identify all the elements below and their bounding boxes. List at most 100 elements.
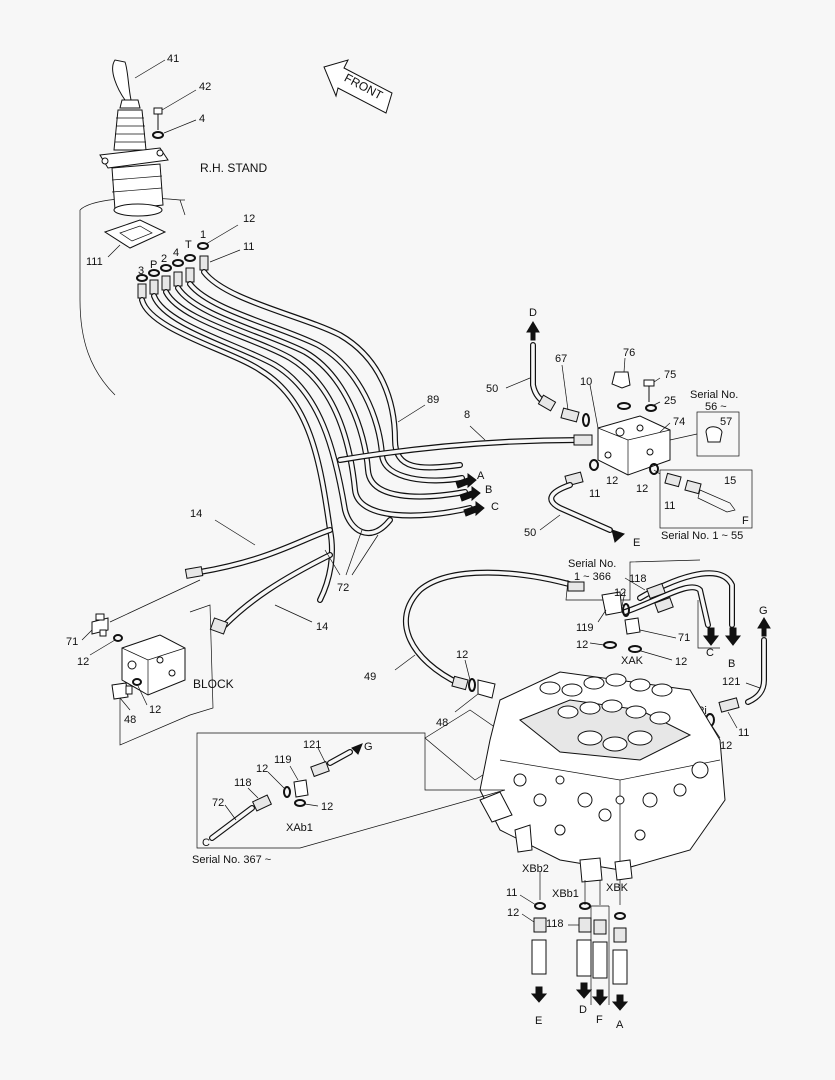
joystick-lever [99,59,169,249]
block-label: BLOCK [193,677,234,691]
part-4: 4 [199,113,205,125]
leader-14-right [274,604,313,623]
part-11-mid: 11 [589,488,600,500]
leader-50-top [505,377,531,389]
part-118-i: 118 [234,777,252,789]
arrow-C-inset-label: C [202,837,210,849]
hose-49-top-fitting [567,581,585,592]
leader-12-h [464,659,471,681]
arrow-E-head [611,529,625,543]
arrow-C-valve [702,627,720,646]
leader-118-i [247,787,259,799]
port-XAb1: XAb1 [286,822,313,834]
part-67: 67 [555,353,567,365]
front-direction-arrow: FRONT [323,59,393,114]
fitting-118-b [654,596,674,614]
part-42: 42 [199,81,211,93]
part-12-b: 12 [507,907,519,919]
part-75: 75 [664,369,676,381]
leader-41 [134,59,166,79]
rh-stand-label: R.H. STAND [200,161,267,175]
leader-50-bottom [539,514,561,531]
part-76: 76 [623,347,635,359]
hose-14-right-fitting [209,617,229,635]
part-121: 121 [722,676,740,688]
part-12-top: 12 [243,213,255,225]
part-12-r: 12 [614,587,626,599]
leader-67 [561,364,569,411]
leader-119 [597,609,607,623]
pilot-block-right [560,371,671,476]
part-71-left: 71 [66,636,78,648]
part-12-blk1: 12 [606,475,618,487]
leader-12-i [267,771,285,789]
part-12-pi: 12 [720,740,732,752]
leader-111 [107,244,121,258]
arrow-F-bottom [591,989,609,1006]
part-12-left: 12 [77,656,89,668]
part-11-b: 11 [506,887,517,899]
part-118: 118 [629,573,647,585]
port-XAK: XAK [621,655,644,667]
arrow-G-head [757,617,771,637]
elbow-119 [601,591,623,616]
main-control-valve [479,671,726,883]
serial-1-366-range: 1 ~ 366 [574,571,611,583]
arrow-B-valve [724,627,742,646]
bottom-fittings [531,872,628,1005]
part-11-top: 11 [243,241,254,253]
serial-1-55-label: Serial No. 1 ~ 55 [661,530,743,542]
arrow-D-bottom [575,982,593,999]
port-T: T [185,239,192,251]
port-XBK: XBK [606,882,629,894]
leader-74 [659,422,671,433]
leader-25 [651,401,661,407]
part-48-left: 48 [124,714,136,726]
leader-12-top [205,224,239,245]
port-1: 1 [200,229,206,241]
part-14-left: 14 [190,508,202,520]
leader-71-r [639,629,677,639]
leader-11-top [209,249,241,263]
arrow-D-top-label: D [529,307,537,319]
leader-75 [653,377,661,383]
arrow-A-label: A [477,470,485,482]
leader-4 [163,119,197,134]
arrow-F-bottom-label: F [596,1014,603,1026]
part-72-i: 72 [212,797,224,809]
part-71-r: 71 [678,632,690,644]
leader-hose14-to-tee [109,579,201,623]
leader-72-c [351,534,379,576]
part-72: 72 [337,582,349,594]
part-12-blk2: 12 [636,483,648,495]
hose-14-end-fitting [184,566,204,579]
block-assembly [91,604,214,746]
leader-8 [469,425,486,441]
leader-12-r3 [640,650,673,661]
part-41: 41 [167,53,179,65]
arrow-E-bottom [530,986,548,1003]
leader-118 [624,577,646,591]
serial-1-366-label: Serial No. [568,558,616,570]
fitting-11-g [718,697,740,713]
arrow-D-top [526,321,540,341]
arrow-B-valve-label: B [728,658,735,670]
part-48-mid: 48 [436,717,448,729]
serial-56-range: 56 ~ [705,401,727,413]
leader-48-left [119,697,131,711]
arrow-G-inset-label: G [364,741,373,753]
part-12-i: 12 [256,763,268,775]
arrow-G-label: G [759,605,768,617]
leader-12-b [521,913,535,923]
arrow-E-bottom-label: E [535,1015,542,1027]
part-74: 74 [673,416,685,428]
leader-71-left [81,629,93,641]
arrow-A-bottom-label: A [616,1019,624,1031]
leader-12-blockb [137,685,148,706]
leader-12-i2 [304,803,319,807]
inset-serial-1-55 [653,469,753,529]
leader-121-i [317,747,326,763]
part-12-i2: 12 [321,801,333,813]
part-15: 15 [724,475,736,487]
leader-14-left [214,519,256,546]
